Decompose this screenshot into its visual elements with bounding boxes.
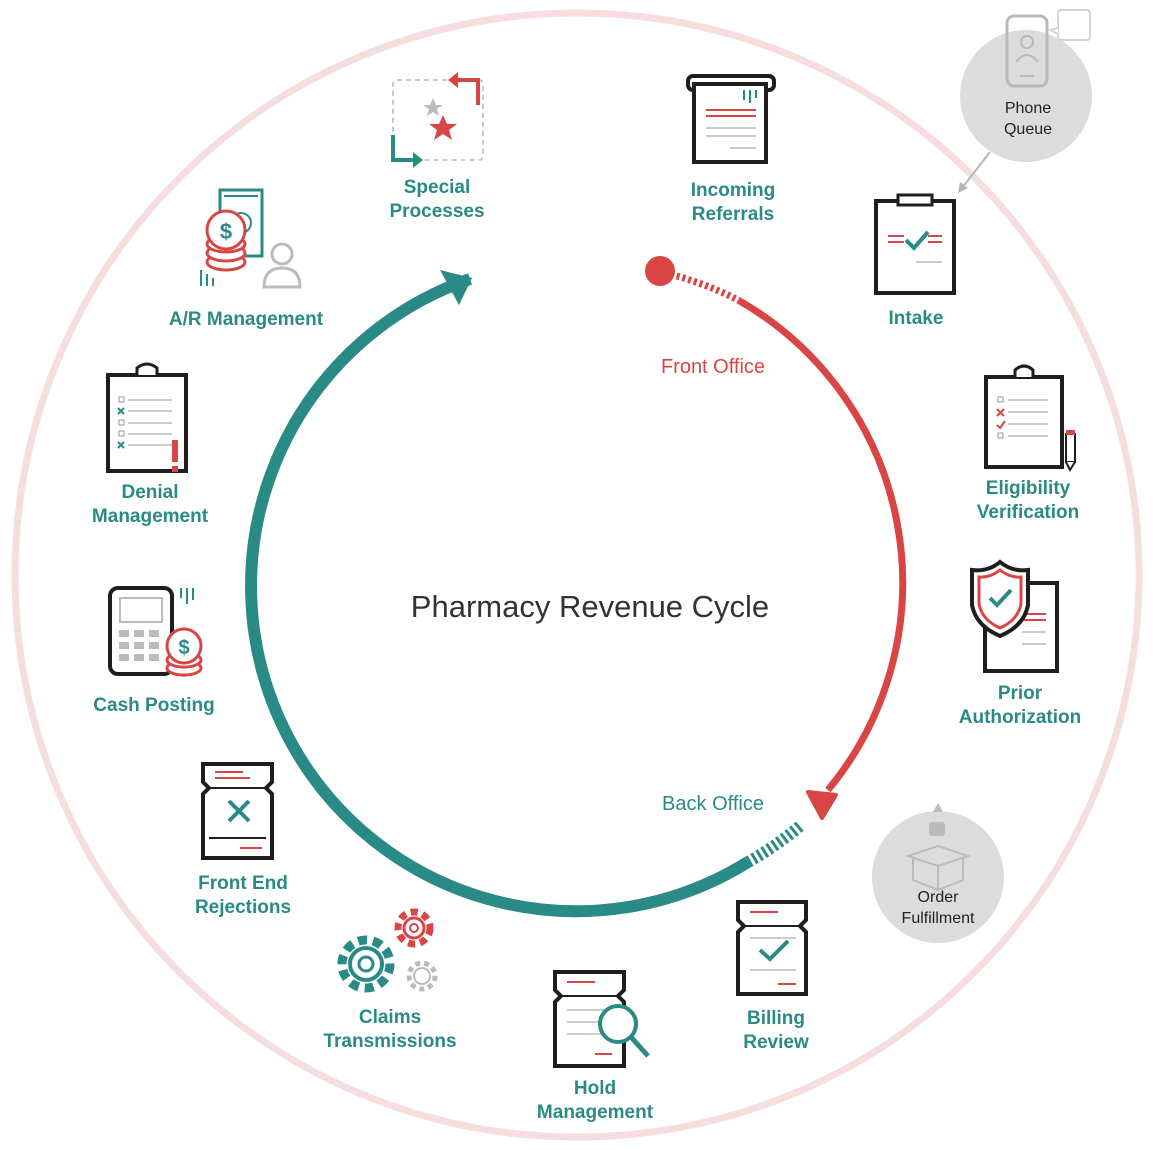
printer-document-icon	[686, 74, 776, 164]
step-label-line1: Intake	[889, 308, 944, 329]
phone-chat-icon	[1005, 9, 1091, 88]
cycle-arcs	[245, 256, 907, 918]
svg-text:$: $	[178, 637, 189, 659]
step-label-line2: Processes	[389, 201, 484, 222]
front-office-arrowhead	[806, 790, 838, 820]
side-label-line2: Fulfillment	[902, 910, 975, 927]
step-front-end-rejections: Front End Rejections	[195, 762, 291, 918]
clipboard-checklist-icon	[984, 364, 1076, 473]
step-denial-management: Denial Management	[92, 362, 209, 527]
step-label-line2: Verification	[977, 502, 1079, 523]
step-label-line1: Denial	[121, 482, 178, 503]
step-billing-review: Billing Review	[736, 900, 809, 1053]
step-label-line2: Rejections	[195, 897, 291, 918]
step-cash-posting: $ Cash Posting	[93, 586, 215, 716]
back-office-arrowhead	[440, 270, 472, 305]
clipboard-check-icon	[874, 193, 956, 295]
money-coins-person-icon: $	[200, 188, 302, 289]
outer-ring	[11, 9, 1143, 1141]
document-x-icon	[201, 762, 274, 860]
step-label-line1: Incoming	[691, 180, 775, 201]
step-label-line2: Review	[743, 1032, 809, 1053]
step-hold-management: Hold Management	[537, 970, 654, 1123]
document-check-icon	[736, 900, 808, 996]
step-label-line2: Transmissions	[323, 1031, 456, 1052]
step-label-line1: Cash Posting	[93, 695, 214, 716]
step-label-line1: A/R Management	[169, 309, 324, 330]
side-label-line1: Order	[918, 889, 960, 906]
diagram-title: Pharmacy Revenue Cycle	[411, 589, 769, 624]
clipboard-alert-icon	[106, 362, 188, 473]
step-label-line1: Hold	[574, 1078, 616, 1099]
side-order-fulfillment: Order Fulfillment	[872, 803, 1004, 943]
step-label-line2: Management	[537, 1102, 654, 1123]
step-incoming-referrals: Incoming Referrals	[686, 74, 776, 225]
step-special-processes: Special Processes	[389, 72, 485, 222]
step-claims-transmissions: Claims Transmissions	[323, 908, 457, 1052]
front-office-arc	[736, 296, 907, 793]
svg-text:$: $	[220, 219, 232, 244]
step-label-line2: Referrals	[692, 204, 774, 225]
open-box-icon	[904, 803, 972, 892]
phone-to-intake-arrow	[961, 151, 991, 189]
gears-icon	[337, 908, 438, 993]
side-phone-queue: Phone Queue	[958, 9, 1092, 193]
step-ar-management: $ A/R Management	[169, 188, 324, 330]
document-magnifier-icon	[553, 970, 650, 1068]
back-office-arc	[245, 273, 752, 918]
back-office-label: Back Office	[662, 793, 764, 815]
front-office-dashes	[664, 269, 740, 304]
step-prior-authorization: Prior Authorization	[959, 559, 1081, 728]
step-intake: Intake	[874, 193, 956, 329]
side-label-line1: Phone	[1005, 100, 1051, 117]
step-label-line2: Authorization	[959, 707, 1081, 728]
step-eligibility-verification: Eligibility Verification	[977, 364, 1079, 523]
side-label-line2: Queue	[1004, 121, 1052, 138]
step-label-line1: Special	[404, 177, 471, 198]
front-office-label: Front Office	[661, 356, 765, 378]
back-office-dashes	[745, 821, 804, 868]
arrows-star-icon	[391, 72, 484, 168]
step-label-line2: Management	[92, 506, 209, 527]
step-label-line1: Eligibility	[986, 478, 1071, 499]
step-label-line1: Prior	[998, 683, 1043, 704]
shield-document-icon	[970, 559, 1059, 673]
terminal-coins-icon: $	[108, 586, 203, 677]
step-label-line1: Claims	[359, 1007, 421, 1028]
step-label-line1: Billing	[747, 1008, 805, 1029]
step-label-line1: Front End	[198, 873, 288, 894]
front-office-start-dot	[645, 256, 675, 286]
